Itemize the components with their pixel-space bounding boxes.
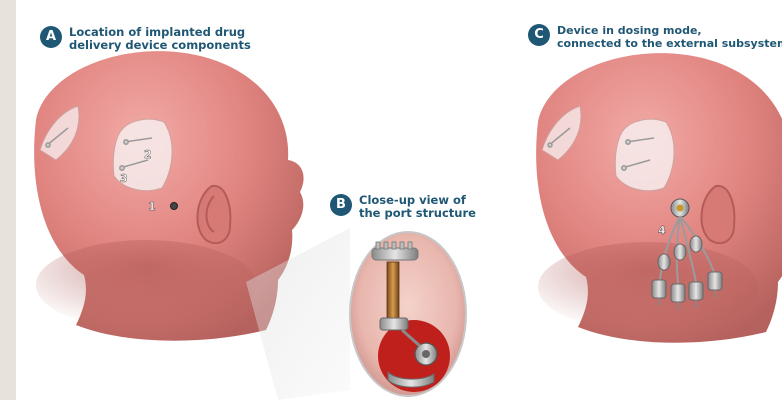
caption-c: Device in dosing mode, connected to the … — [557, 24, 782, 50]
marker-4: 4 — [658, 224, 666, 237]
caption-b: Close-up view of the port structure — [359, 194, 476, 220]
label-b: B Close-up view of the port structure — [330, 194, 476, 220]
port-connector — [380, 318, 408, 330]
port-closeup — [350, 232, 466, 396]
caption-c-line1: Device in dosing mode, — [557, 24, 782, 37]
label-c: C Device in dosing mode, connected to th… — [528, 24, 782, 50]
badge-b: B — [330, 194, 352, 216]
marker-2: 2 — [144, 148, 152, 161]
head-a-neck-shadow — [36, 240, 256, 330]
badge-a: A — [40, 26, 62, 48]
figure-panel: 1 2 3 — [16, 0, 782, 400]
marker-3: 3 — [120, 172, 128, 185]
head-c: 4 — [536, 53, 782, 343]
label-a: A Location of implanted drug delivery de… — [40, 26, 251, 52]
badge-c: C — [528, 24, 550, 46]
port-header — [372, 248, 418, 260]
window-c-right — [615, 119, 674, 190]
caption-b-line2: the port structure — [359, 207, 476, 220]
caption-a-line2: delivery device components — [69, 39, 251, 52]
marker-1: 1 — [148, 200, 156, 213]
head-c-neck-shadow — [538, 242, 758, 332]
caption-a: Location of implanted drug delivery devi… — [69, 26, 251, 52]
port-tube — [387, 262, 399, 318]
port-a — [171, 203, 178, 210]
caption-c-line2: connected to the external subsystem — [557, 37, 782, 50]
